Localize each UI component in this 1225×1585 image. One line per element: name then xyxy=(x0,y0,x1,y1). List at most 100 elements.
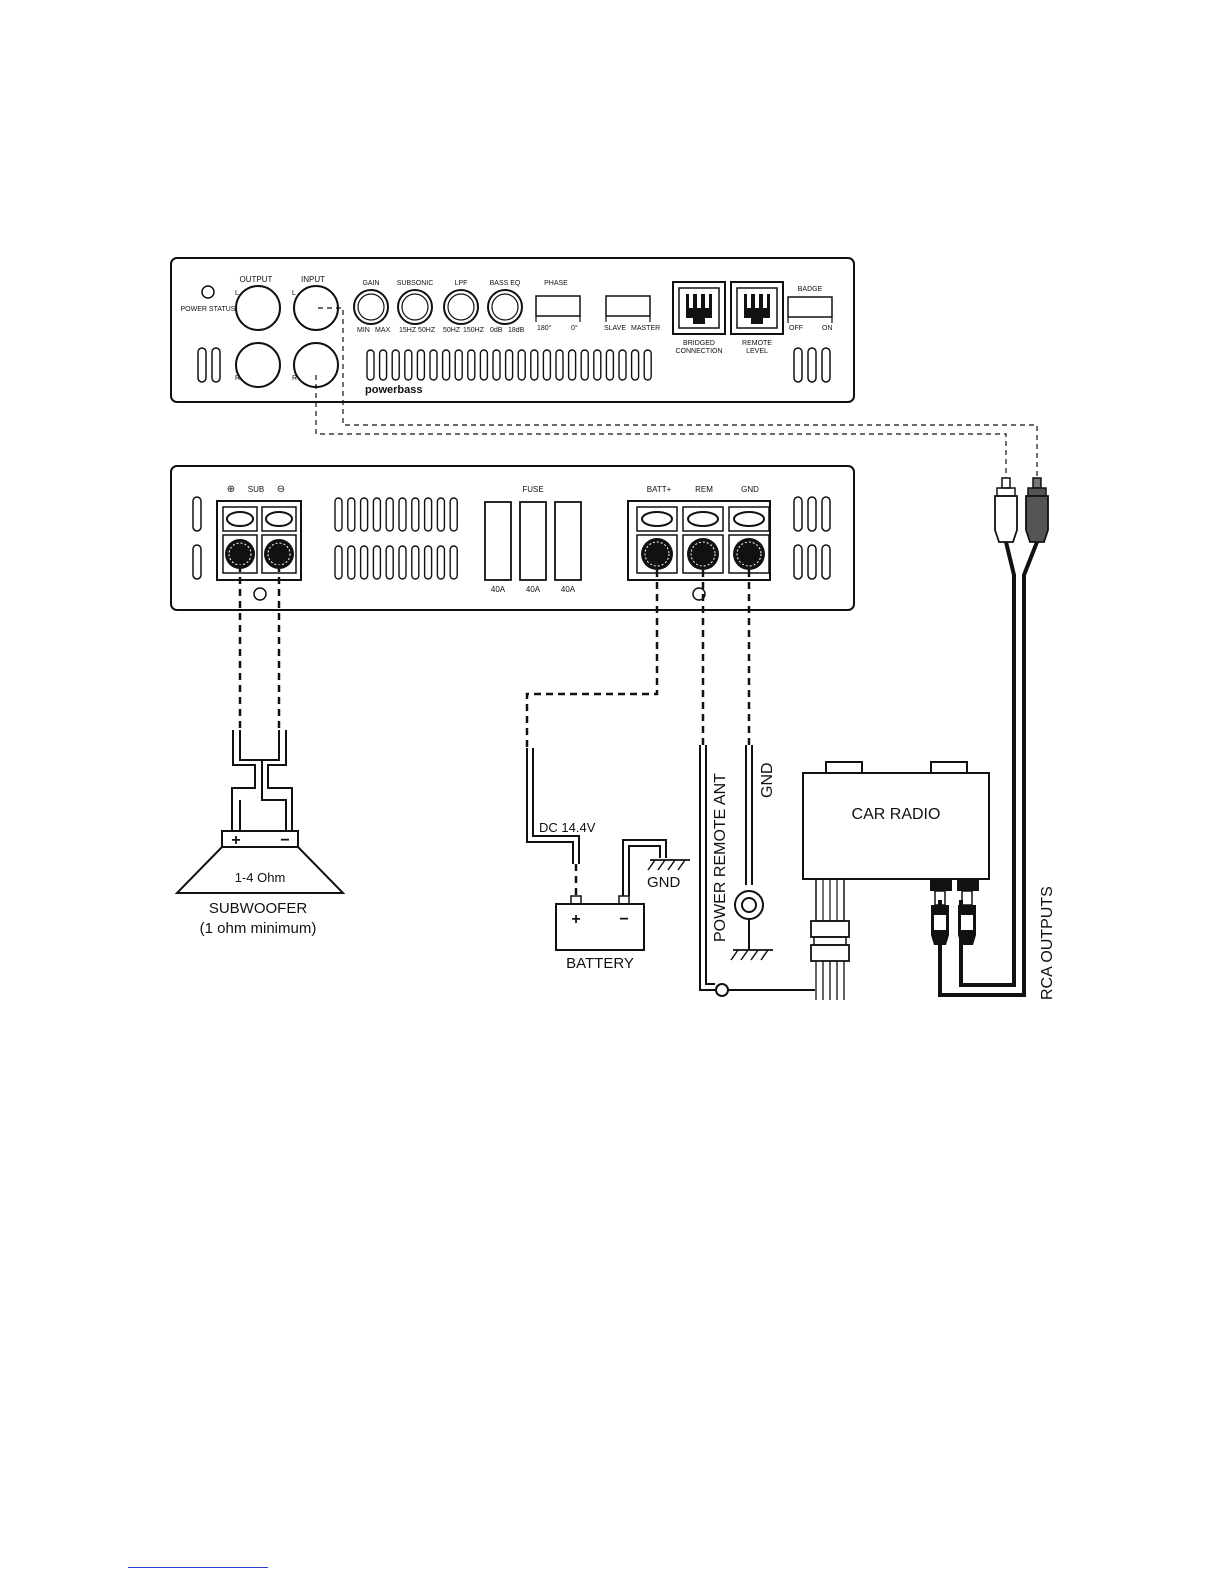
vent-slot xyxy=(449,545,458,580)
subwoofer: + − 1-4 Ohm SUBWOOFER (1 ohm minimum) xyxy=(174,830,346,937)
badge-off-label: OFF xyxy=(789,325,803,332)
slave-label: SLAVE xyxy=(604,325,626,332)
vent-center xyxy=(366,349,652,381)
vent-right xyxy=(793,347,831,383)
vent-slot xyxy=(391,349,400,381)
subsonic-hi-label: 50HZ xyxy=(418,327,436,334)
vent-grid xyxy=(334,497,458,580)
bridged-label: BRIDGED xyxy=(683,340,715,347)
remote-level-port[interactable] xyxy=(730,281,784,335)
fuse-3[interactable] xyxy=(554,501,582,581)
fuse-3-rating: 40A xyxy=(561,585,576,594)
batt-terminal[interactable] xyxy=(641,538,673,570)
bass-eq-label: BASS EQ xyxy=(490,280,521,287)
vent-slot xyxy=(567,349,577,381)
connection-label: CONNECTION xyxy=(675,348,722,355)
vent-slot xyxy=(643,349,652,381)
input-r-jack[interactable] xyxy=(293,342,339,388)
badge-label: BADGE xyxy=(798,286,823,293)
rca-outputs-label: RCA OUTPUTS xyxy=(1039,886,1056,1000)
phase-180-label: 180° xyxy=(537,324,552,332)
fuse-1[interactable] xyxy=(484,501,512,581)
remote-label: REMOTE xyxy=(742,340,772,347)
terminal-screw xyxy=(253,587,267,601)
gnd-wire xyxy=(730,570,773,961)
vent-slot xyxy=(618,349,627,381)
battery-gnd-label: GND xyxy=(647,874,681,891)
vent-slot xyxy=(359,545,369,580)
output-l-label: L xyxy=(235,290,239,297)
subsonic-knob[interactable] xyxy=(397,289,433,325)
output-l-jack[interactable] xyxy=(235,285,281,331)
gain-max-label: MAX xyxy=(375,327,391,334)
amplifier-power-panel: ⊕ SUB ⊖ FUSE 40A 40A 40A xyxy=(170,465,855,611)
vent-slot xyxy=(593,349,602,381)
badge-switch[interactable] xyxy=(787,296,833,323)
vent-slot xyxy=(605,349,615,381)
vent-left-lower xyxy=(192,496,202,580)
slave-master-switch[interactable] xyxy=(605,295,651,322)
subwoofer-label: SUBWOOFER xyxy=(209,900,308,917)
vent-slot xyxy=(372,545,382,580)
battery-wiring xyxy=(525,570,667,896)
gnd-terminal[interactable] xyxy=(733,538,765,570)
vent-slot xyxy=(492,349,501,381)
vent-slot xyxy=(398,497,407,532)
terminal-screw-power xyxy=(692,587,706,601)
gnd-vertical-label: GND xyxy=(759,762,776,798)
battery-minus: − xyxy=(619,911,628,928)
phase-0-label: 0° xyxy=(571,324,578,332)
power-status-led xyxy=(201,285,215,299)
bass-eq-knob[interactable] xyxy=(487,289,523,325)
vent-slot xyxy=(347,497,356,532)
gain-label: GAIN xyxy=(362,280,379,287)
vent-slot xyxy=(378,349,388,381)
lpf-knob[interactable] xyxy=(443,289,479,325)
vent-slot xyxy=(555,349,564,381)
vent-slot xyxy=(454,349,463,381)
lpf-label: LPF xyxy=(455,280,468,287)
rca-signal-wires xyxy=(315,307,1038,478)
power-status-label: POWER STATUS xyxy=(181,306,236,313)
badge-on-label: ON xyxy=(822,325,833,332)
sub-label: SUB xyxy=(248,485,264,494)
sub-speaker-minus: − xyxy=(280,832,289,849)
phase-switch[interactable] xyxy=(535,295,581,322)
bridged-connection-port[interactable] xyxy=(672,281,726,335)
vent-slot xyxy=(423,545,433,580)
rca-plug-red xyxy=(1025,477,1049,543)
sub-minus-icon: ⊖ xyxy=(277,484,285,495)
rem-terminal[interactable] xyxy=(687,538,719,570)
master-label: MASTER xyxy=(631,325,660,332)
gain-knob[interactable] xyxy=(353,289,389,325)
output-r-jack[interactable] xyxy=(235,342,281,388)
amplifier-control-panel: POWER STATUS OUTPUT INPUT L L R R GAIN S… xyxy=(170,257,855,403)
vent-slot xyxy=(467,349,476,381)
fuse-2[interactable] xyxy=(519,501,547,581)
bass-hi-label: 18dB xyxy=(508,327,525,334)
battery-ground-symbol xyxy=(647,859,690,871)
vent-slot xyxy=(517,349,526,381)
vent-left xyxy=(197,347,221,383)
vent-slot xyxy=(385,497,394,532)
sub-plus-terminal[interactable] xyxy=(225,539,255,569)
footer-link-underline xyxy=(128,1567,268,1568)
input-label: INPUT xyxy=(301,275,325,284)
vent-slot xyxy=(359,497,369,532)
input-r-label: R xyxy=(292,375,297,382)
vent-slot xyxy=(347,545,356,580)
remote-wire xyxy=(699,570,815,997)
vent-slot xyxy=(334,497,343,532)
vent-slot xyxy=(423,497,433,532)
sub-speaker-plus: + xyxy=(231,832,240,849)
vent-slot xyxy=(436,545,446,580)
sub-minus-terminal[interactable] xyxy=(264,539,294,569)
vent-slot xyxy=(411,545,420,580)
vent-slot xyxy=(372,497,382,532)
vent-slot xyxy=(449,497,458,532)
fuse-2-rating: 40A xyxy=(526,585,541,594)
rca-plug-white xyxy=(994,477,1018,543)
battery-plus: + xyxy=(571,911,580,928)
battery: + − BATTERY xyxy=(555,895,645,972)
